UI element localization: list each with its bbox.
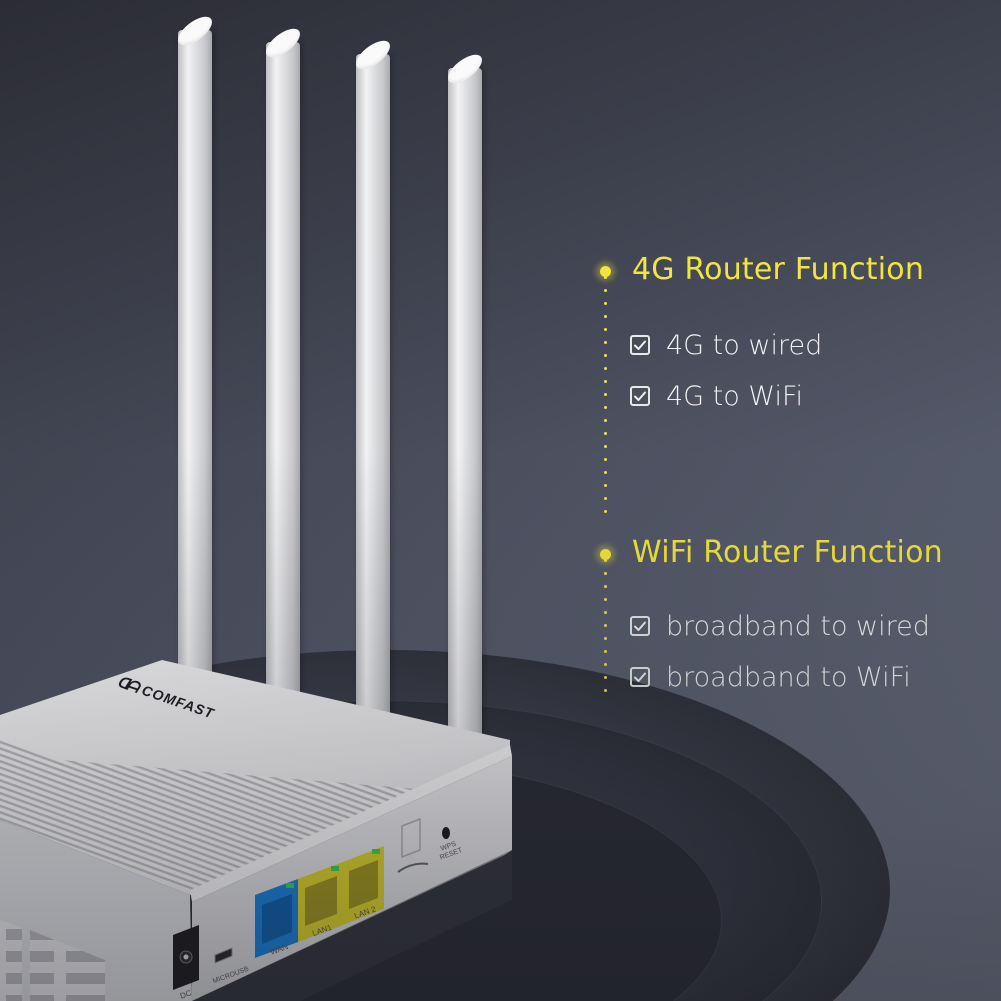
antenna-2 bbox=[266, 22, 300, 732]
feature-item-4g-to-wifi: 4G to WiFi bbox=[630, 381, 803, 412]
section-title: 4G Router Function bbox=[632, 252, 925, 287]
antenna-4 bbox=[448, 48, 482, 748]
feature-item-4g-to-wired: 4G to wired bbox=[630, 330, 822, 361]
checkbox-checked-icon bbox=[630, 386, 650, 406]
checkbox-checked-icon bbox=[630, 616, 650, 636]
dotted-connector-line bbox=[604, 276, 607, 523]
antenna-1 bbox=[178, 10, 212, 720]
feature-item-broadband-to-wifi: broadband to WiFi bbox=[630, 662, 911, 693]
glowing-bullet-icon bbox=[600, 266, 611, 277]
dotted-connector-line-2 bbox=[604, 559, 607, 702]
glowing-bullet-icon bbox=[600, 549, 611, 560]
checkbox-checked-icon bbox=[630, 335, 650, 355]
feature-item-broadband-to-wired: broadband to wired bbox=[630, 611, 930, 642]
checkbox-checked-icon bbox=[630, 667, 650, 687]
antenna-3 bbox=[356, 34, 390, 734]
section-title: WiFi Router Function bbox=[632, 535, 943, 570]
